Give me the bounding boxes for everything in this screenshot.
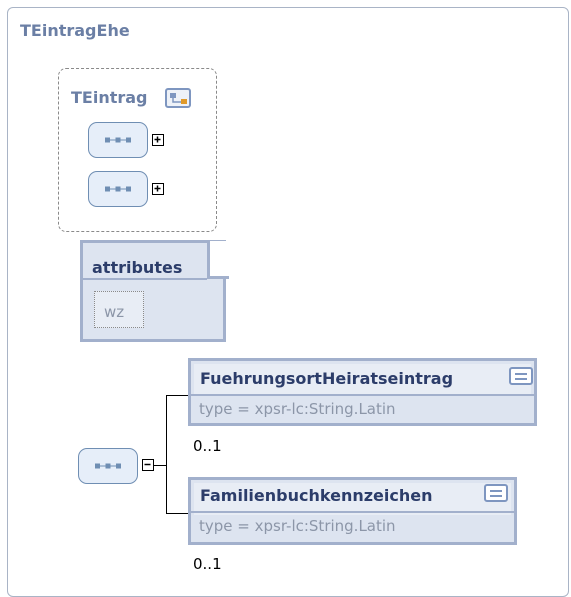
sequence-icon [105, 186, 131, 192]
element-header [194, 364, 531, 396]
documentation-icon[interactable] [509, 367, 533, 385]
attributes-tab-corner [207, 241, 229, 279]
connector-branch [166, 395, 188, 396]
element-type: type = xpsr-lc:String.Latin [199, 400, 396, 418]
base-type-title: TEintrag [71, 88, 148, 107]
complex-type-title: TEintragEhe [20, 21, 130, 40]
element-type: type = xpsr-lc:String.Latin [199, 517, 396, 535]
attributes-title: attributes [92, 258, 183, 277]
sequence-compositor-2[interactable] [88, 171, 148, 207]
element-box[interactable] [188, 358, 537, 426]
sequence-compositor-1[interactable] [88, 122, 148, 158]
element-header [194, 483, 511, 515]
element-cardinality: 0..1 [193, 437, 222, 455]
element-name: Familienbuchkennzeichen [200, 486, 433, 505]
attributes-divider [83, 278, 207, 280]
connector-branch [166, 513, 188, 514]
element-divider [191, 394, 534, 396]
expand-icon[interactable] [152, 134, 164, 146]
sequence-icon [95, 463, 121, 469]
connector-trunk [166, 395, 167, 513]
sequence-compositor-main[interactable] [78, 448, 138, 484]
element-name: FuehrungsortHeiratseintrag [200, 369, 454, 388]
collapse-icon[interactable] [142, 459, 154, 471]
documentation-icon[interactable] [484, 484, 508, 502]
attribute-wz-label: wz [104, 303, 125, 321]
base-type-group [58, 68, 217, 232]
element-cardinality: 0..1 [193, 555, 222, 573]
expand-icon[interactable] [152, 183, 164, 195]
element-divider [191, 511, 514, 513]
attribute-wz-box[interactable] [94, 291, 144, 328]
connector-line [154, 465, 166, 466]
complex-type-icon [165, 88, 191, 108]
sequence-icon [105, 137, 131, 143]
